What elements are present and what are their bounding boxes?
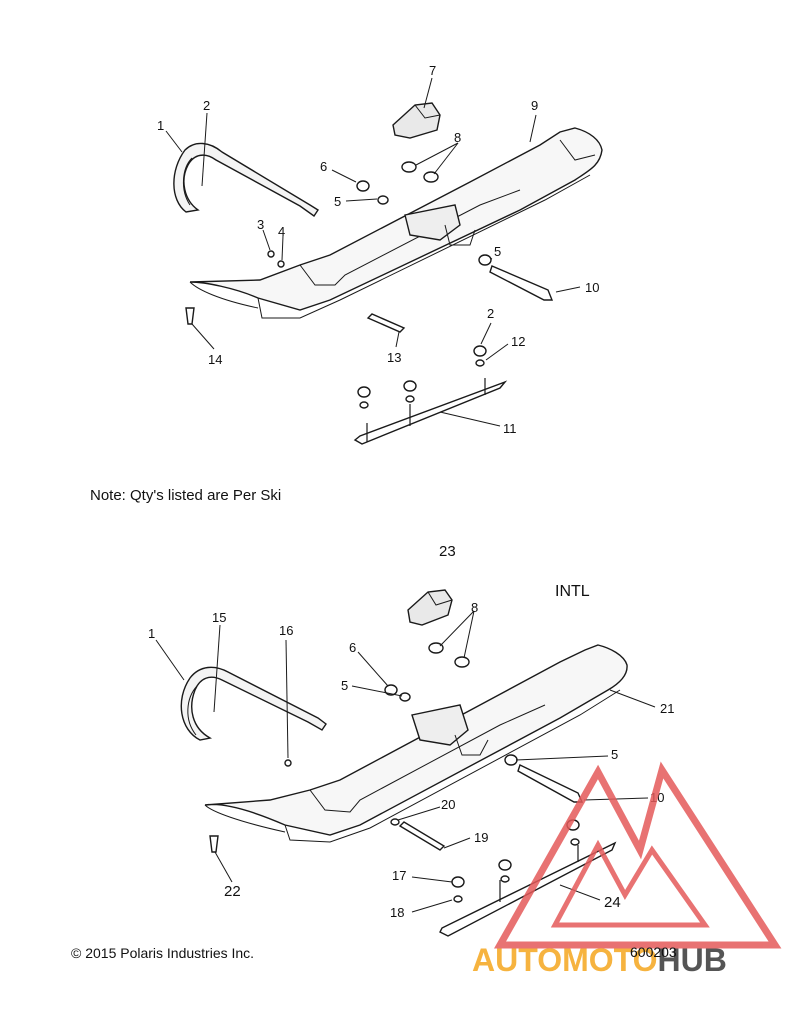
callout-top-4: 4 — [278, 224, 285, 239]
bottom-bracket-23 — [407, 589, 453, 626]
callout-bottom-1: 1 — [148, 626, 155, 641]
bottom-ski-body — [204, 644, 628, 836]
callout-top-2b: 2 — [487, 306, 494, 321]
callout-top-2: 2 — [203, 98, 210, 113]
callout-bottom-8: 8 — [471, 600, 478, 615]
callout-top-8: 8 — [454, 130, 461, 145]
callout-bottom-24: 24 — [604, 894, 621, 911]
callout-top-14: 14 — [208, 352, 222, 367]
top-leaders — [165, 77, 581, 427]
callout-bottom-19: 19 — [474, 830, 488, 845]
callout-bottom-16: 16 — [279, 623, 293, 638]
intl-label: INTL — [555, 583, 590, 600]
watermark-text: AUTOMOTOHUB — [472, 942, 727, 979]
bottom-handle — [180, 666, 327, 741]
callout-bottom-20: 20 — [441, 797, 455, 812]
watermark-text-b: HUB — [657, 942, 727, 978]
top-assembly — [173, 102, 603, 445]
callout-bottom-5a: 5 — [341, 678, 348, 693]
watermark-logo — [493, 761, 782, 949]
watermark-text-a: AUTOMOTO — [472, 942, 658, 978]
callout-top-3: 3 — [257, 217, 264, 232]
callout-bottom-15: 15 — [212, 610, 226, 625]
callout-top-1: 1 — [157, 118, 164, 133]
callout-top-5b: 5 — [494, 244, 501, 259]
bottom-leaders — [155, 610, 656, 913]
callout-top-13: 13 — [387, 350, 401, 365]
part-number: 600203 — [630, 944, 677, 960]
callout-bottom-22: 22 — [224, 883, 241, 900]
callout-bottom-21: 21 — [660, 701, 674, 716]
copyright-text: © 2015 Polaris Industries Inc. — [71, 945, 255, 961]
callout-top-10: 10 — [585, 280, 599, 295]
callout-top-6: 6 — [320, 159, 327, 174]
callout-bottom-17: 17 — [392, 868, 406, 883]
top-runner — [353, 380, 508, 445]
bottom-callouts: 1 15 16 6 5 23 8 21 5 10 20 19 17 18 24 … — [148, 543, 674, 920]
callout-top-9: 9 — [531, 98, 538, 113]
callout-bottom-6: 6 — [349, 640, 356, 655]
callout-top-5a: 5 — [334, 194, 341, 209]
callout-top-7: 7 — [429, 63, 436, 78]
callout-bottom-18: 18 — [390, 905, 404, 920]
note-text: Note: Qty's listed are Per Ski — [90, 487, 282, 504]
callout-top-12: 12 — [511, 334, 525, 349]
callout-bottom-5b: 5 — [611, 747, 618, 762]
top-callouts: 1 2 3 4 5 6 5 7 8 9 10 2 12 11 13 14 — [157, 63, 599, 436]
callout-bottom-23: 23 — [439, 543, 456, 560]
top-ski-body — [189, 127, 603, 311]
bottom-assembly — [180, 589, 628, 937]
callout-top-11: 11 — [503, 421, 517, 436]
top-handle — [173, 142, 319, 217]
top-bracket-7 — [392, 102, 441, 139]
